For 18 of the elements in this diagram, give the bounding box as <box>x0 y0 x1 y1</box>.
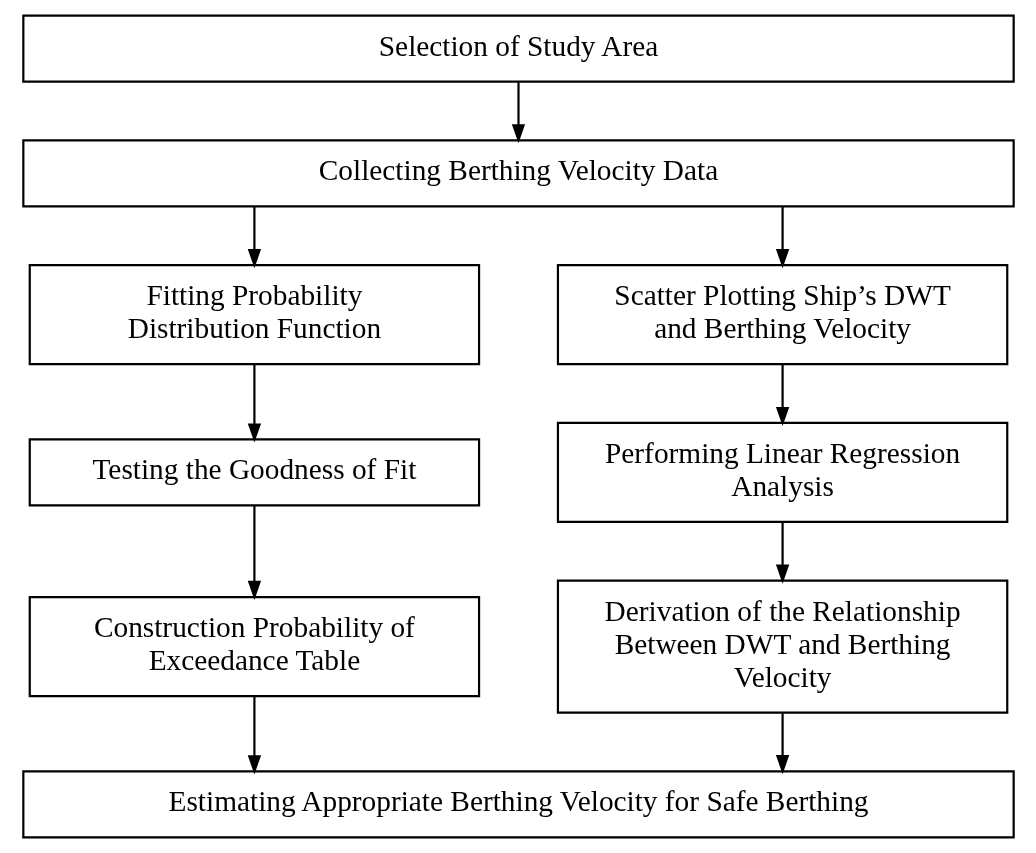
arrow <box>247 206 261 269</box>
arrow <box>247 696 261 775</box>
node-box: Fitting Probability Distribution Function <box>28 264 480 366</box>
node-box: Construction Probability of Exceedance Table <box>28 595 480 698</box>
arrow <box>511 82 525 144</box>
arrow <box>247 505 261 600</box>
node-box: Scatter Plotting Ship’s DWT and Berthing Velocity <box>556 264 1008 366</box>
node-box: Performing Linear Regression Analysis <box>556 421 1008 523</box>
arrow <box>775 206 789 269</box>
node-box: Estimating Appropriate Berthing Velocity for Safe Berthing <box>21 770 1015 839</box>
node-box: Testing the Goodness of Fit <box>28 438 480 507</box>
arrow <box>775 522 789 584</box>
arrow <box>775 713 789 775</box>
node-box: Selection of Study Area <box>21 14 1015 83</box>
arrow <box>775 364 789 427</box>
node-box: Collecting Berthing Velocity Data <box>21 139 1015 208</box>
node-box: Derivation of the Relationship Between DWT and Berthing Velocity <box>556 579 1008 714</box>
arrow <box>247 364 261 443</box>
